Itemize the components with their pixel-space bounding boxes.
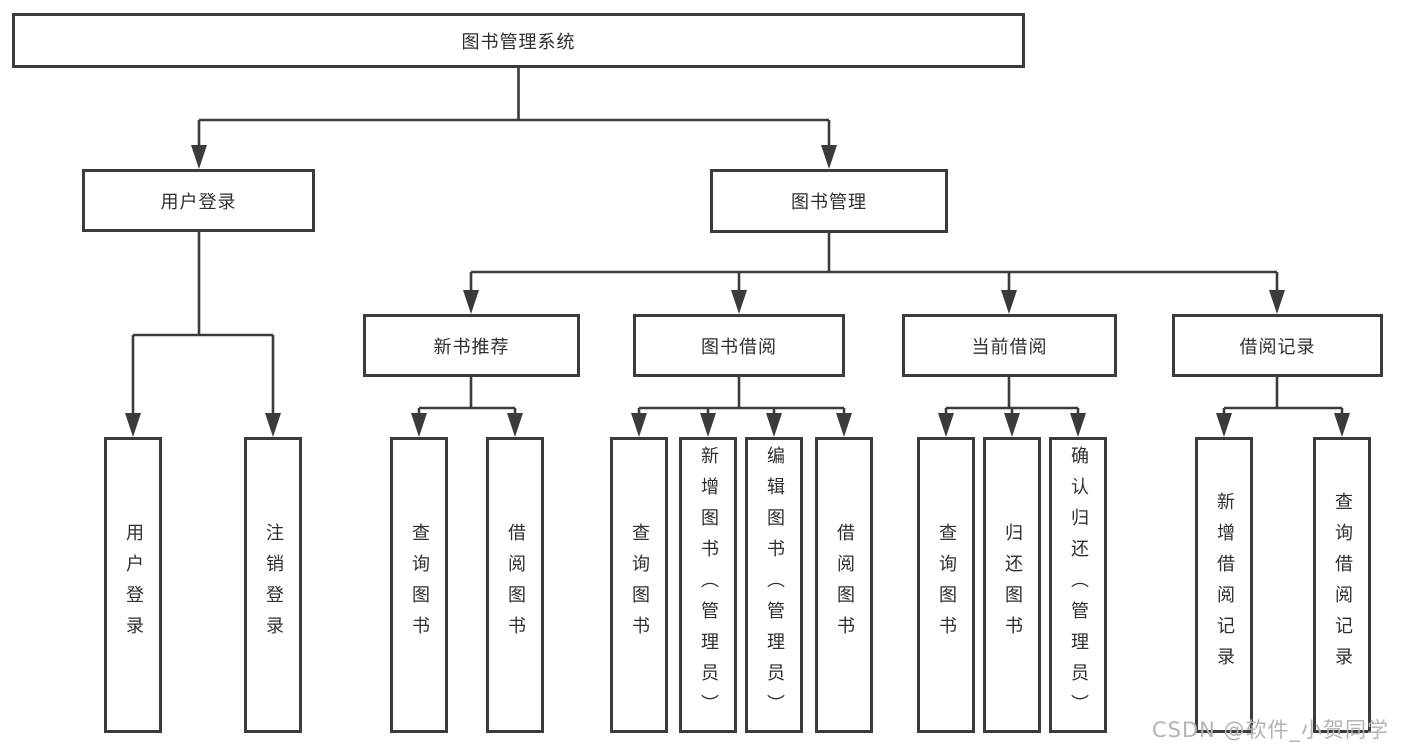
node-label: 新增图书（管理员） (698, 445, 719, 725)
arrowhead-icon (1004, 413, 1020, 437)
node-leaf-user-login: 用户登录 (104, 437, 162, 733)
node-label: 当前借阅 (971, 336, 1048, 358)
node-label: 查询图书 (409, 523, 430, 647)
arrowhead-icon (191, 145, 207, 169)
node-leaf-edit-books-admin: 编辑图书（管理员） (745, 437, 803, 733)
arrowhead-icon (1216, 413, 1232, 437)
node-label: 借阅记录 (1239, 336, 1316, 358)
arrowhead-icon (836, 413, 852, 437)
node-label: 查询图书 (936, 523, 957, 647)
node-leaf-query-borrow-record: 查询借阅记录 (1313, 437, 1371, 733)
arrowhead-icon (1070, 413, 1086, 437)
node-current-borrowing: 当前借阅 (902, 314, 1117, 377)
connector-user-login-to-leaves (131, 232, 275, 421)
arrowhead-icon (1334, 413, 1350, 437)
node-leaf-borrow-books-rec: 借阅图书 (486, 437, 544, 733)
arrowhead-icon (631, 413, 647, 437)
arrowhead-icon (731, 290, 747, 314)
connector-root-to-modules (197, 68, 831, 152)
arrowhead-icon (766, 413, 782, 437)
node-library-system: 图书管理系统 (12, 13, 1025, 68)
arrowhead-icon (125, 413, 141, 437)
node-label: 归还图书 (1002, 523, 1023, 647)
arrowhead-icon (1001, 290, 1017, 314)
node-label: 图书管理 (791, 192, 867, 213)
node-label: 查询图书 (629, 523, 650, 647)
node-label: 图书管理系统 (461, 31, 576, 53)
arrowhead-icon (411, 413, 427, 437)
node-label: 图书借阅 (701, 336, 777, 358)
node-label: 注销登录 (263, 523, 284, 647)
node-label: 编辑图书（管理员） (764, 445, 785, 725)
node-label: 借阅图书 (505, 523, 526, 647)
connector-book-borrow-to-leaves (637, 377, 846, 421)
node-leaf-add-books-admin: 新增图书（管理员） (679, 437, 737, 733)
node-leaf-logout: 注销登录 (244, 437, 302, 733)
node-leaf-confirm-return-admin: 确认归还（管理员） (1049, 437, 1107, 733)
node-label: 确认归还（管理员） (1068, 445, 1089, 725)
arrowhead-icon (938, 413, 954, 437)
node-leaf-query-books-rec: 查询图书 (390, 437, 448, 733)
node-label: 新增借阅记录 (1214, 492, 1235, 678)
node-label: 查询借阅记录 (1332, 492, 1353, 678)
node-new-book-recommendation: 新书推荐 (363, 314, 580, 377)
arrowhead-icon (1269, 290, 1285, 314)
node-leaf-query-books-borrow: 查询图书 (610, 437, 668, 733)
node-leaf-query-books-current: 查询图书 (917, 437, 975, 733)
node-borrowing-records: 借阅记录 (1172, 314, 1383, 377)
arrowhead-icon (463, 290, 479, 314)
arrowhead-icon (700, 413, 716, 437)
node-label: 用户登录 (123, 523, 144, 647)
arrowheads (125, 145, 1350, 437)
node-book-borrowing: 图书借阅 (633, 314, 845, 377)
csdn-watermark: CSDN @软件_小贺同学 (1152, 718, 1390, 742)
connector-book-mgmt-to-sections (469, 233, 1279, 298)
connector-borrow-records-to-leaves (1222, 377, 1344, 421)
arrowhead-icon (821, 145, 837, 169)
node-user-login-module: 用户登录 (82, 169, 315, 232)
node-leaf-add-borrow-record: 新增借阅记录 (1195, 437, 1253, 733)
connector-new-book-rec-to-leaves (417, 377, 517, 421)
arrowhead-icon (507, 413, 523, 437)
node-label: 用户登录 (160, 191, 237, 213)
node-label: 新书推荐 (433, 336, 510, 358)
node-book-management: 图书管理 (710, 169, 948, 233)
arrowhead-icon (265, 413, 281, 437)
node-leaf-return-books: 归还图书 (983, 437, 1041, 733)
node-label: 借阅图书 (834, 523, 855, 647)
node-leaf-borrow-books: 借阅图书 (815, 437, 873, 733)
